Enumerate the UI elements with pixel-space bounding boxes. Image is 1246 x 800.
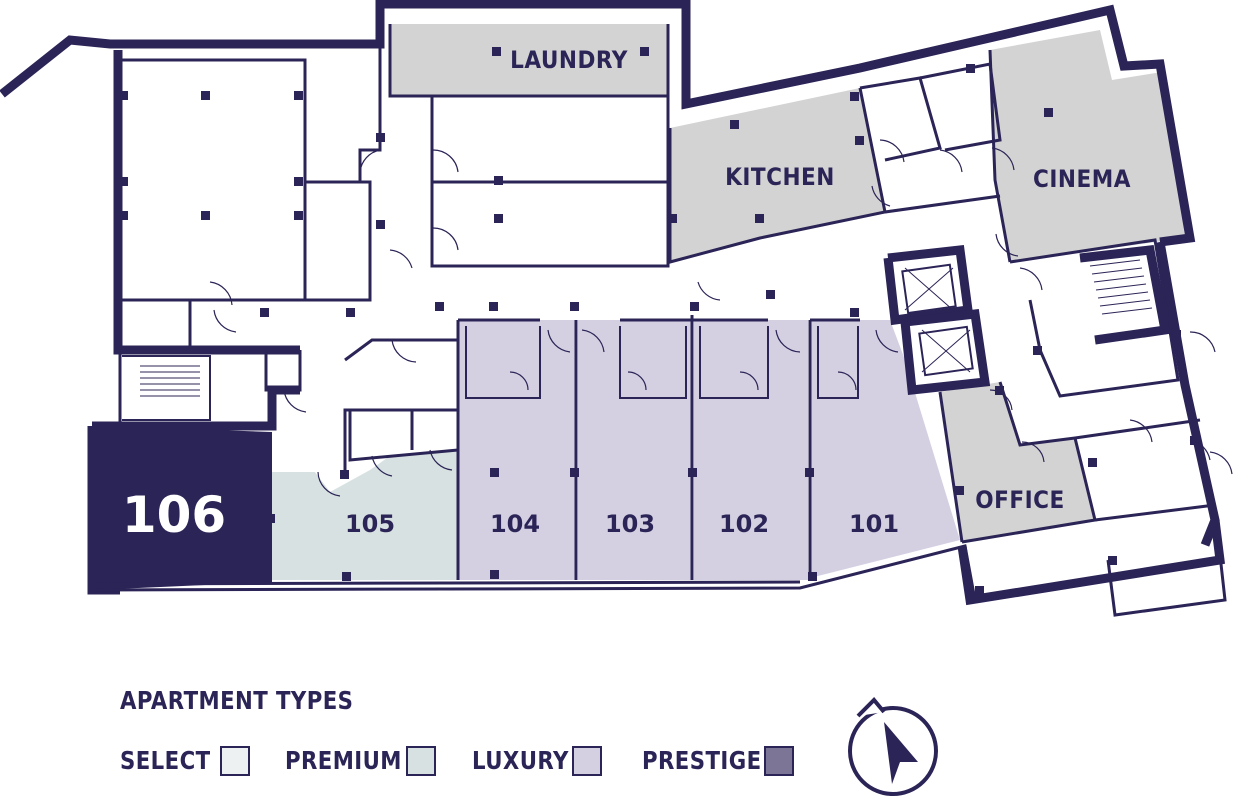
structural-columns	[119, 47, 1219, 595]
office-room[interactable]	[940, 382, 1095, 542]
legend-label-select: SELECT	[120, 746, 211, 775]
cinema-label: CINEMA	[1033, 165, 1131, 193]
office-label: OFFICE	[975, 486, 1064, 514]
unit-102[interactable]	[694, 320, 808, 580]
laundry-room[interactable]	[390, 24, 668, 96]
unit-105-label: 105	[345, 510, 395, 538]
legend-swatch-premium	[406, 746, 436, 776]
cinema-room[interactable]	[990, 30, 1185, 262]
legend-label-prestige: PRESTIGE	[642, 746, 762, 775]
unit-103-label: 103	[605, 510, 655, 538]
unit-104-label: 104	[490, 510, 540, 538]
door-swings	[209, 139, 1233, 497]
interior-walls	[118, 24, 1216, 580]
legend-swatch-prestige	[764, 746, 794, 776]
north-arrow-icon	[848, 697, 938, 796]
unit-105[interactable]	[272, 450, 458, 580]
legend-swatch-select	[220, 746, 250, 776]
legend-label-luxury: LUXURY	[472, 746, 569, 775]
unit-101[interactable]	[810, 320, 960, 578]
kitchen-label: KITCHEN	[725, 163, 835, 191]
unit-102-label: 102	[719, 510, 769, 538]
unit-103[interactable]	[578, 320, 692, 580]
unit-106[interactable]	[92, 426, 272, 590]
legend-swatch-luxury	[572, 746, 602, 776]
kitchen-room[interactable]	[670, 88, 885, 262]
legend-title: APARTMENT TYPES	[120, 686, 354, 715]
laundry-label: LAUNDRY	[510, 46, 628, 74]
legend-label-premium: PREMIUM	[285, 746, 402, 775]
stairs-left	[140, 365, 200, 397]
unit-101-label: 101	[849, 510, 899, 538]
stairs-right	[1089, 259, 1153, 315]
unit-104[interactable]	[458, 320, 576, 580]
unit-106-label: 106	[122, 486, 226, 544]
